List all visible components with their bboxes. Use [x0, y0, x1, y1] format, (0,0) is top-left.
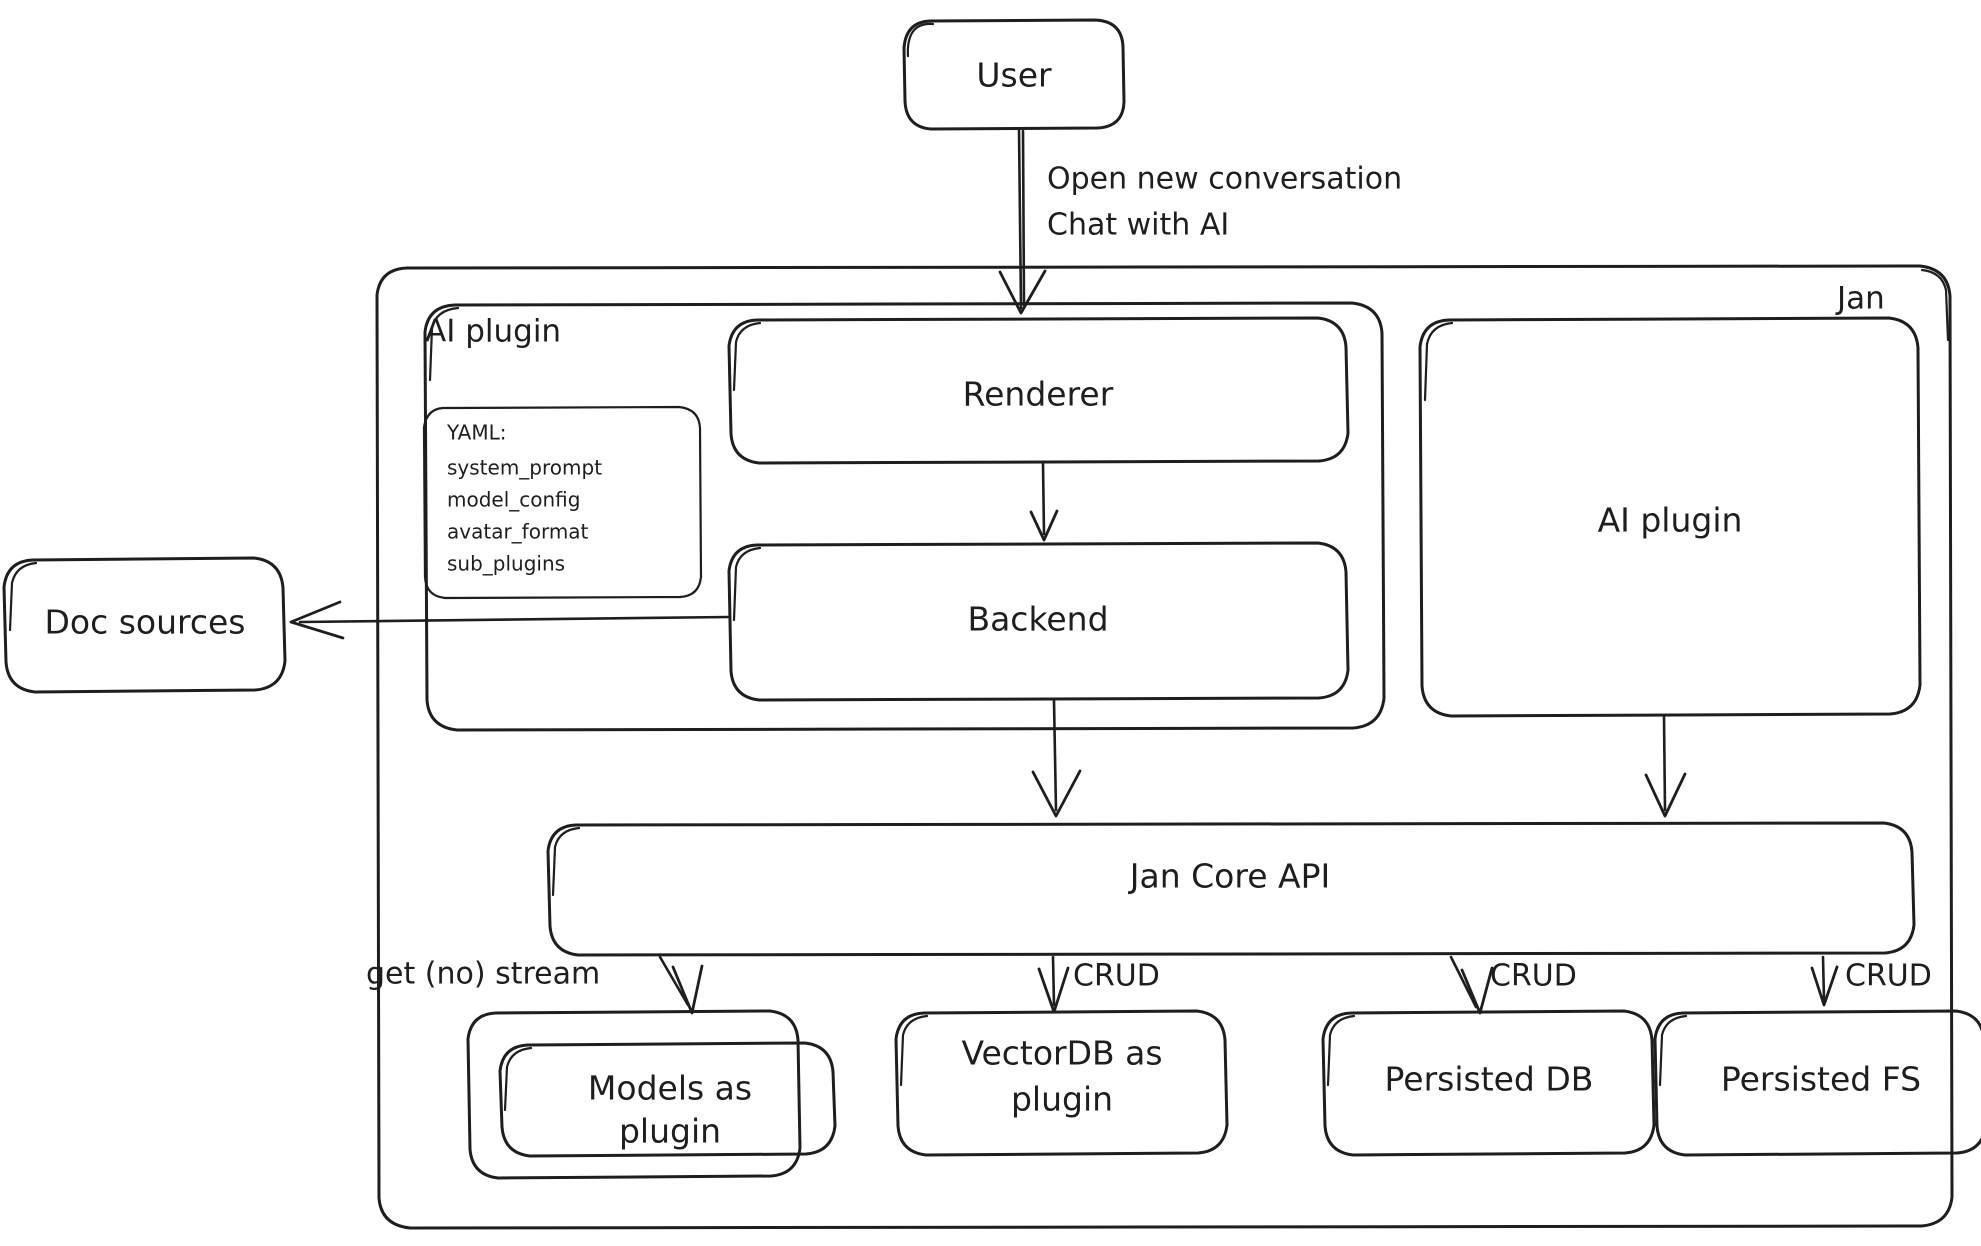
- node-persisted-db[interactable]: Persisted DB: [1321, 1009, 1656, 1157]
- edge-label-user-renderer-line2: Chat with AI: [1047, 208, 1229, 243]
- edge-label-core-vectordb: CRUD: [1073, 959, 1160, 994]
- card-yaml-item-2: avatar_format: [447, 520, 589, 544]
- node-doc-sources-label: Doc sources: [44, 603, 245, 642]
- node-backend-label: Backend: [967, 600, 1108, 639]
- edge-label-user-renderer-line1: Open new conversation: [1047, 162, 1402, 197]
- edge-backend-to-doc-sources: [289, 600, 731, 640]
- node-persisted-fs[interactable]: Persisted FS: [1653, 1009, 1981, 1157]
- node-vectordb-label-line1: VectorDB as: [961, 1034, 1162, 1073]
- edge-label-core-persisted-db: CRUD: [1490, 959, 1577, 994]
- container-ai-plugin-label: AI plugin: [425, 314, 561, 350]
- edge-backend-to-core-api: [1031, 699, 1082, 818]
- node-renderer-label: Renderer: [963, 375, 1114, 414]
- edge-core-api-to-models: get (no) stream: [366, 955, 704, 1015]
- node-vectordb-as-plugin[interactable]: VectorDB as plugin: [894, 1009, 1229, 1157]
- node-ai-plugin-box-label: AI plugin: [1598, 501, 1743, 540]
- node-doc-sources[interactable]: Doc sources: [2, 556, 287, 694]
- container-jan-label: Jan: [1835, 281, 1885, 317]
- edge-label-core-models: get (no) stream: [366, 957, 600, 992]
- node-backend[interactable]: Backend: [727, 541, 1350, 702]
- card-yaml-item-3: sub_plugins: [447, 552, 565, 576]
- edge-core-api-to-vectordb: CRUD: [1037, 955, 1160, 1014]
- node-models-as-plugin-label-line2: plugin: [619, 1112, 721, 1151]
- card-yaml-header: YAML:: [446, 421, 506, 445]
- container-ai-plugin: AI plugin: [423, 301, 1386, 732]
- card-yaml-item-1: model_config: [447, 488, 580, 512]
- node-renderer[interactable]: Renderer: [727, 316, 1350, 465]
- edge-core-api-to-persisted-db: CRUD: [1449, 955, 1577, 1015]
- node-models-as-plugin-label-line1: Models as: [588, 1069, 752, 1108]
- node-jan-core-api[interactable]: Jan Core API: [546, 821, 1916, 957]
- node-persisted-db-label: Persisted DB: [1385, 1060, 1594, 1099]
- edge-label-core-persisted-fs: CRUD: [1845, 959, 1932, 994]
- edge-core-api-to-persisted-fs: CRUD: [1810, 955, 1932, 1007]
- node-user[interactable]: User: [902, 18, 1126, 131]
- node-persisted-fs-label: Persisted FS: [1721, 1060, 1921, 1099]
- container-jan: Jan: [375, 264, 1954, 1230]
- node-jan-core-api-label: Jan Core API: [1128, 857, 1330, 896]
- edge-ai-plugin-to-core-api: [1644, 715, 1687, 818]
- node-user-label: User: [976, 56, 1052, 95]
- edge-renderer-to-backend: [1029, 462, 1059, 542]
- node-vectordb-label-line2: plugin: [1011, 1080, 1113, 1119]
- node-ai-plugin-box[interactable]: AI plugin: [1418, 316, 1922, 718]
- card-yaml-item-0: system_prompt: [447, 456, 602, 480]
- card-yaml: YAML: system_prompt model_config avatar_…: [422, 405, 703, 600]
- node-models-as-plugin[interactable]: Models as plugin: [466, 1009, 837, 1180]
- edge-user-to-renderer: Open new conversation Chat with AI: [998, 128, 1402, 315]
